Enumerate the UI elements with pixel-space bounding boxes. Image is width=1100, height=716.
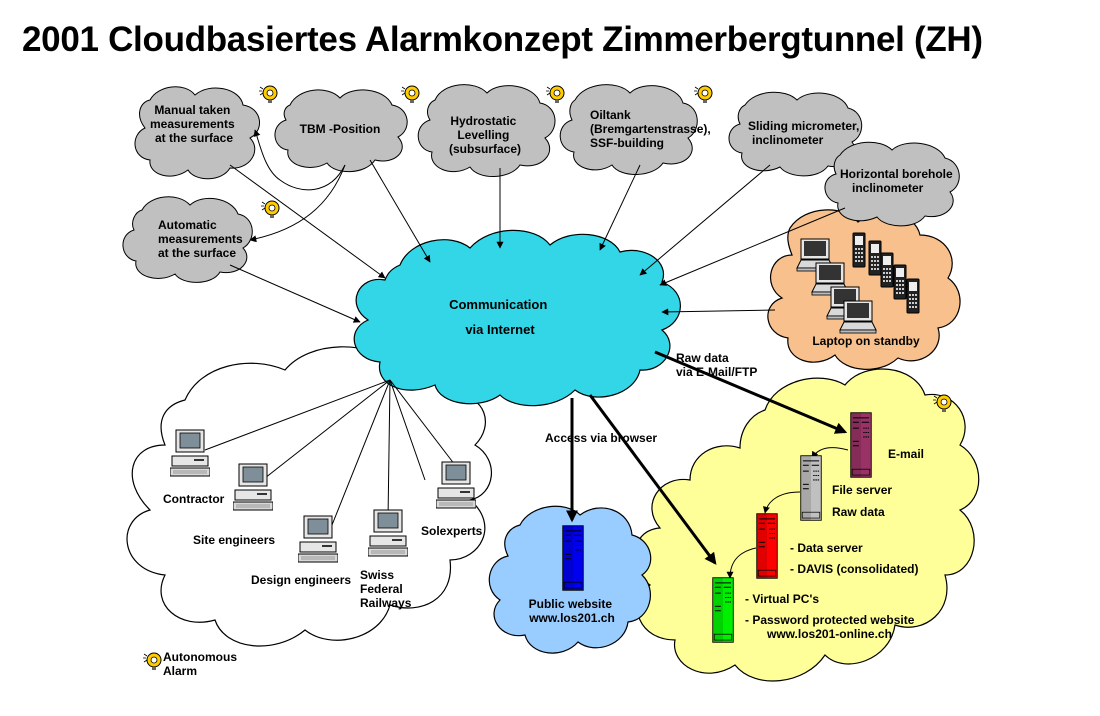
label-sliding-micrometer: Sliding micrometer, inclinometer	[748, 119, 863, 147]
label-oiltank: Oiltank (Bremgartenstrasse), SSF-buildin…	[590, 108, 714, 150]
cloud-tbm-position	[274, 89, 408, 173]
arrow-sliding-to-internet	[639, 164, 771, 276]
line-internet-to-users-extra	[389, 379, 426, 481]
label-site-engineers: Site engineers	[193, 533, 275, 547]
mobile-phone-icon	[852, 232, 866, 268]
mobile-phone-icon	[880, 252, 894, 288]
line-internet-to-design-engineers	[329, 379, 391, 531]
arrow-manual-to-internet	[229, 164, 386, 279]
arrow-horizontal-to-internet	[659, 207, 846, 286]
server-tower-icon	[712, 577, 734, 643]
label-access-browser: Access via browser	[545, 431, 657, 445]
cloud-horizontal-borehole	[824, 141, 960, 227]
labels: Manual taken measurements at the surface…	[150, 103, 956, 678]
cloud-manual-measurements	[134, 86, 260, 180]
arrow-raw-data-to-email	[654, 350, 848, 434]
alarm-icon	[142, 652, 162, 670]
alarm-icon	[258, 85, 278, 103]
arrow-tbm-to-internet	[369, 159, 431, 263]
cloud-oiltank	[559, 84, 698, 175]
arrow-tbm-to-automatic	[249, 164, 346, 243]
label-design-engineers: Design engineers	[251, 573, 351, 587]
label-communication: Communication via Internet	[449, 297, 551, 337]
line-internet-to-contractor	[204, 379, 391, 451]
laptop-icon	[839, 300, 877, 334]
server-tower-icon	[800, 455, 822, 521]
arrow-automatic-to-internet	[229, 264, 361, 323]
label-tbm-position: TBM -Position	[300, 122, 381, 136]
label-horizontal-borehole: Horizontal borehole inclinometer	[840, 167, 956, 195]
label-manual-measurements: Manual taken measurements at the surface	[150, 103, 238, 145]
line-internet-to-site-engineers	[264, 379, 391, 479]
arrow-dataserver-to-virtualpc	[726, 547, 757, 579]
alarm-icon	[260, 200, 280, 218]
label-virtual-pc: - Virtual PC's - Password protected webs…	[745, 592, 918, 641]
mobile-phone-icon	[906, 278, 920, 314]
thick-connectors	[566, 350, 848, 565]
label-file-server: File server Raw data	[832, 483, 895, 519]
arrow-tbm-to-manual	[253, 129, 346, 191]
line-internet-to-solexperts	[389, 379, 456, 466]
label-sbb: Swiss Federal Railways	[360, 568, 412, 610]
server-tower-icon	[756, 513, 778, 579]
alarm-icon	[400, 85, 420, 103]
label-legend-autonomous-alarm: Autonomous Alarm	[163, 650, 240, 678]
mobile-phone-icon	[893, 264, 907, 300]
arrow-laptop-to-internet	[661, 308, 776, 316]
line-internet-to-sbb	[387, 379, 391, 521]
arrow-internet-to-virtual-pc	[588, 394, 717, 565]
label-hydrostatic-levelling: Hydrostatic Levelling (subsurface)	[449, 114, 521, 156]
arrow-oiltank-to-internet	[599, 164, 641, 251]
server-tower-icon	[850, 412, 872, 478]
page-title: 2001 Cloudbasiertes Alarmkonzept Zimmerb…	[22, 20, 983, 59]
cloud-sliding-micrometer	[728, 91, 863, 177]
label-email-server: E-mail	[888, 447, 924, 461]
label-solexperts: Solexperts	[421, 524, 483, 538]
mobile-phone-icon	[868, 240, 882, 276]
cloud-automatic-measurements	[122, 196, 253, 283]
label-raw-data: Raw data via E-Mail/FTP	[676, 351, 757, 379]
label-laptop-standby: Laptop on standby	[812, 334, 920, 348]
server-tower-icon	[562, 525, 584, 591]
label-contractor: Contractor	[163, 492, 225, 506]
label-data-server: - Data server - DAVIS (consolidated)	[790, 541, 918, 576]
arrow-fileserver-to-dataserver	[763, 491, 801, 514]
label-automatic-measurements: Automatic measurements at the surface	[158, 218, 246, 260]
internet-cloud	[353, 229, 681, 407]
label-public-website: Public website www.los201.ch	[528, 597, 615, 625]
alarm-icon	[545, 85, 565, 103]
alarm-icon	[693, 85, 713, 103]
connectors	[204, 129, 846, 531]
cloud-hydrostatic-levelling	[417, 84, 556, 177]
